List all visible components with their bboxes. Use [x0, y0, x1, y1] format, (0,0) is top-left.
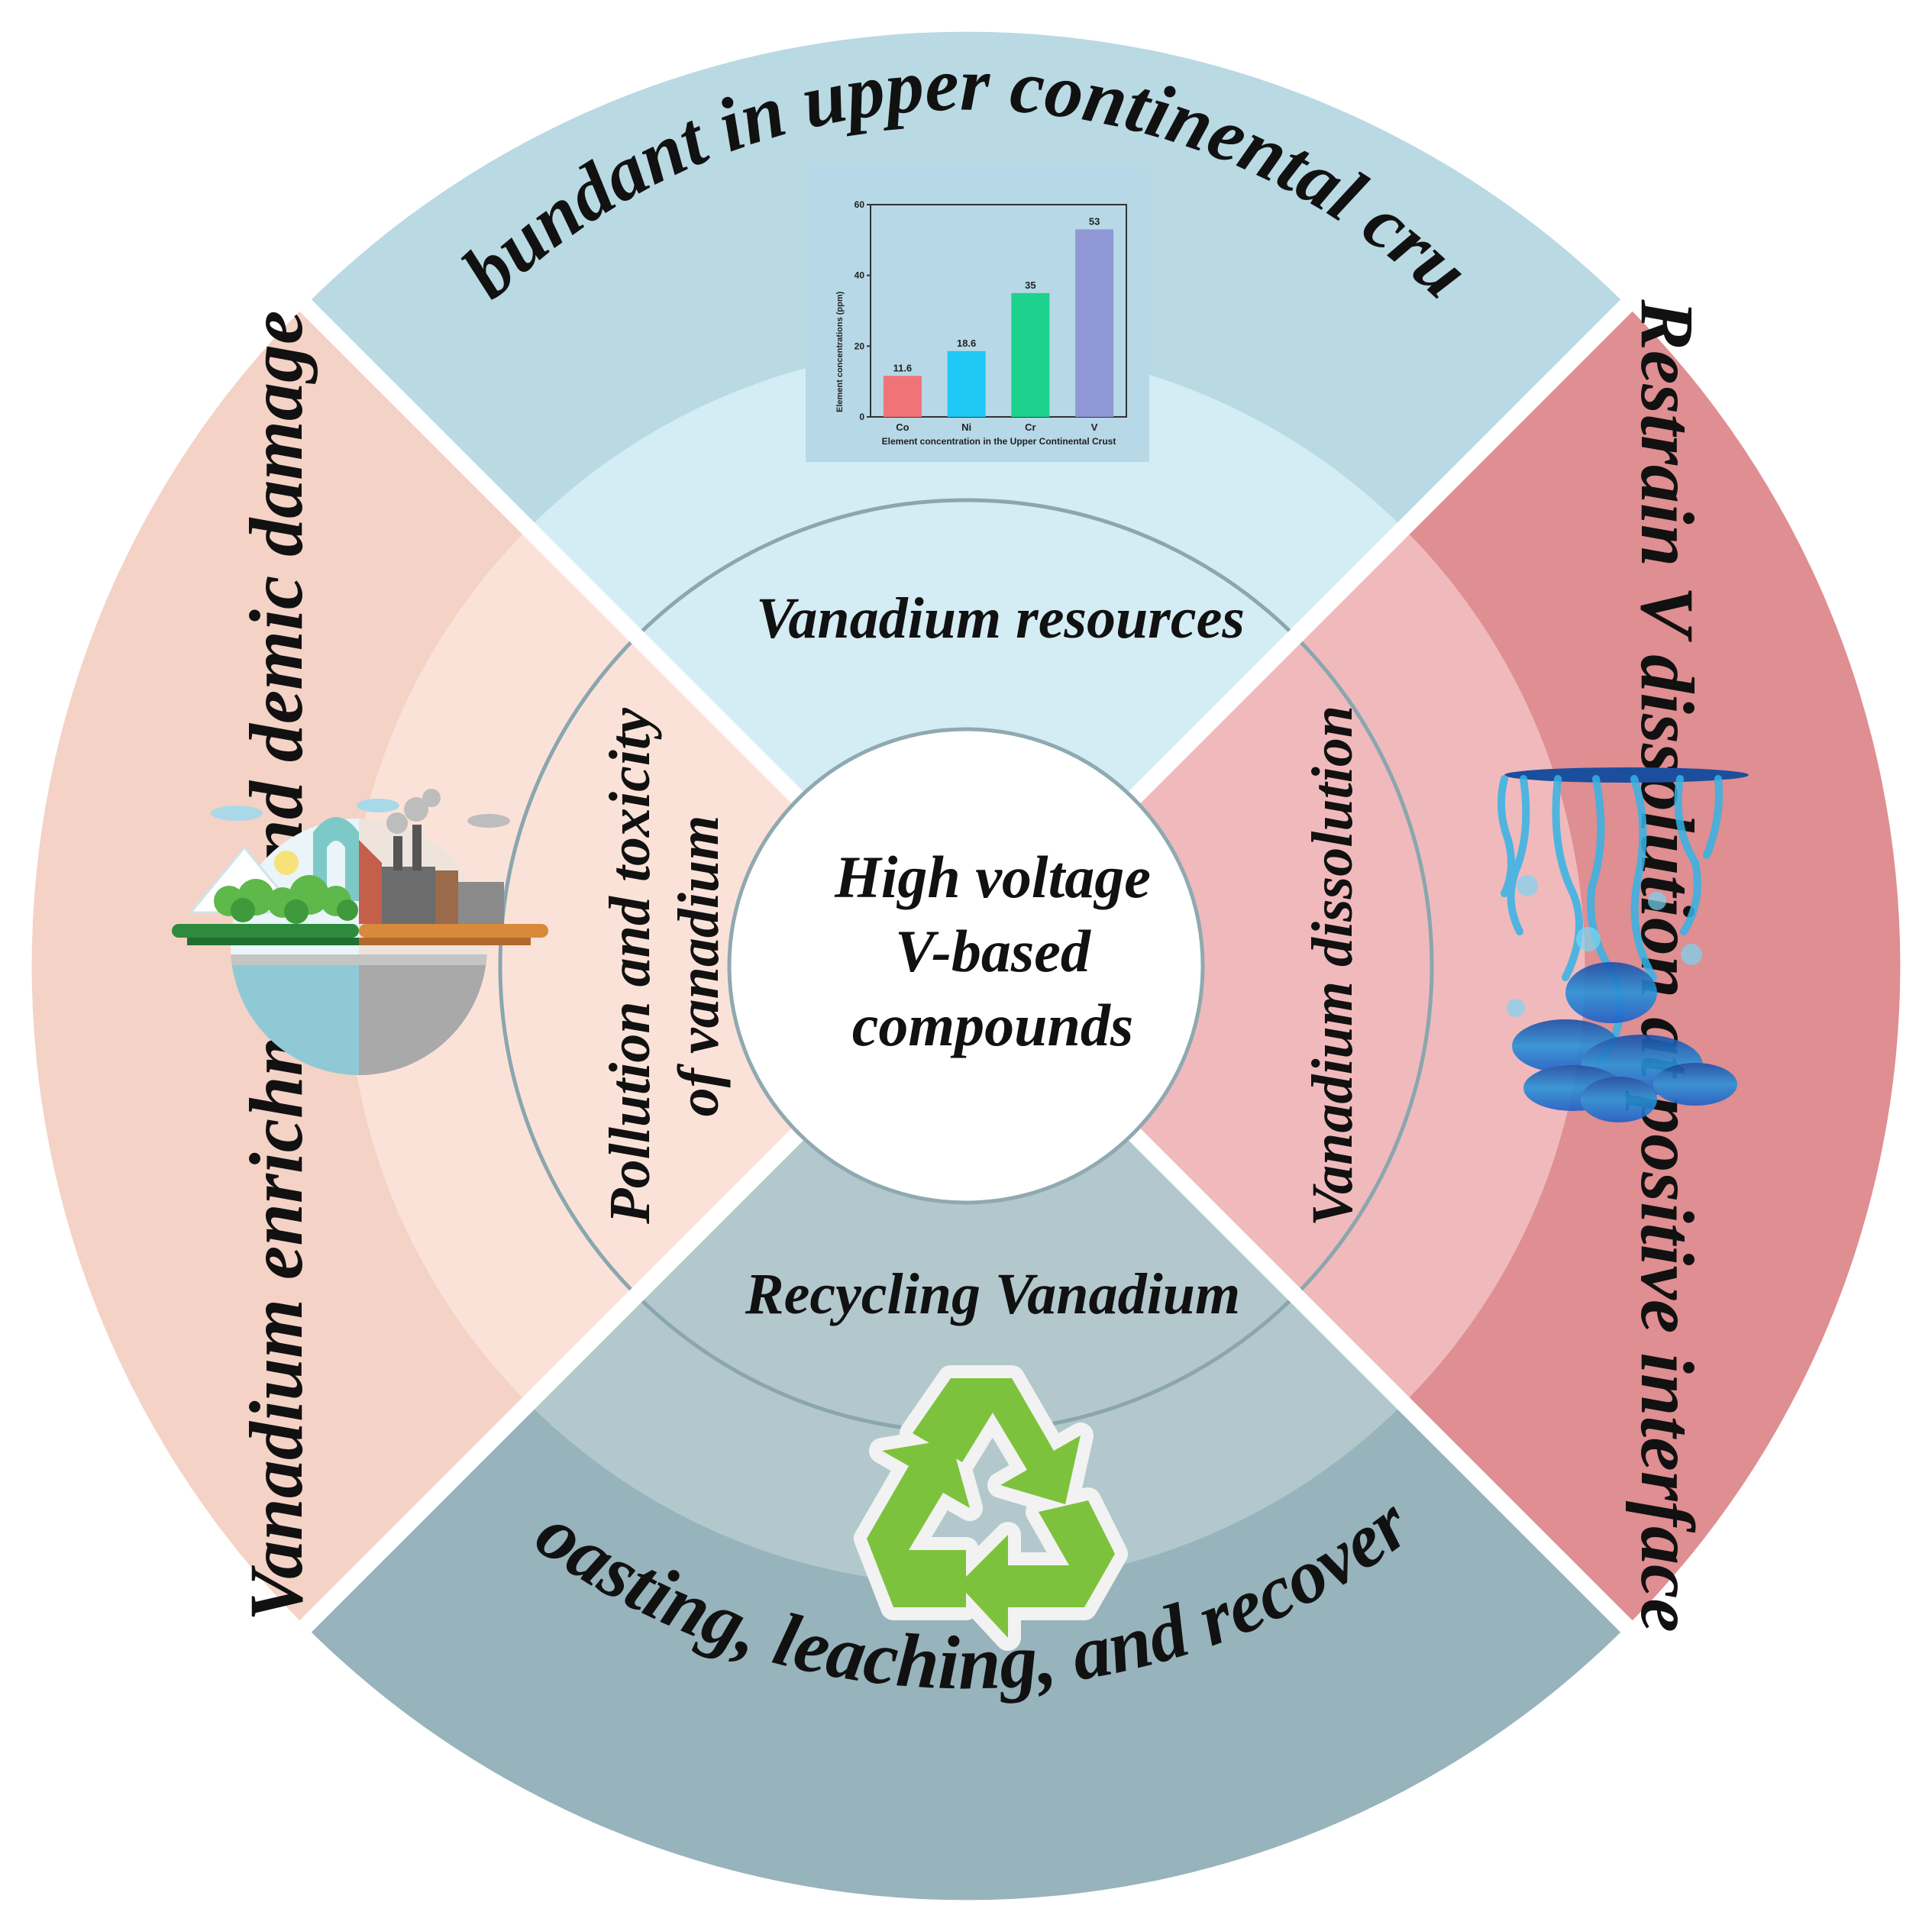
chart-x-axis-label: Element concentration in the Upper Conti… — [882, 436, 1116, 447]
center-title-line1: High voltage — [834, 844, 1151, 910]
right-inner-title: Vanadium dissolution — [1300, 706, 1365, 1226]
chart-bar-v — [1075, 229, 1114, 417]
chart-category-label: V — [1091, 421, 1098, 433]
chart-y-tick-label: 20 — [855, 341, 865, 351]
chart-y-tick-label: 60 — [855, 199, 865, 210]
chart-y-ticks: 0 20 40 60 — [855, 199, 871, 422]
chart-data-label: 11.6 — [893, 362, 913, 373]
chart-frame — [870, 204, 1127, 418]
chart-category-label: Ni — [961, 421, 971, 433]
left-inner-title-line2: of vanadium — [667, 815, 731, 1117]
dissolving-ink-in-water-icon — [1497, 767, 1749, 1122]
crust-concentration-chart: 0 20 40 60 11.6 18.6 35 53 Co Ni Cr V Element con… — [806, 164, 1149, 462]
chart-category-labels: Co Ni Cr V — [896, 421, 1098, 433]
chart-y-tick-label: 0 — [859, 412, 864, 422]
recycle-icon — [854, 1365, 1128, 1651]
center-title-line2: V-based — [895, 918, 1091, 984]
left-inner-title-line1: Pollution and toxicity — [598, 708, 662, 1225]
chart-bar-co — [883, 376, 922, 417]
quadrant-top-inner — [528, 347, 1404, 966]
quadrant-bottom-inner — [528, 966, 1404, 1585]
chart-data-label: 35 — [1025, 279, 1035, 291]
chart-bar-cr — [1011, 292, 1050, 417]
chart-category-label: Co — [896, 421, 909, 433]
chart-data-labels: 11.6 18.6 35 53 — [893, 215, 1100, 373]
chart-y-axis-label: Element concentrations (ppm) — [835, 291, 845, 412]
chart-bar-ni — [947, 350, 986, 417]
center-circle — [727, 727, 1205, 1205]
chart-data-label: 18.6 — [957, 337, 976, 349]
bottom-inner-title: Recycling Vanadium — [745, 1262, 1240, 1326]
right-outer-title: Restrain V dissolution at positive inter… — [1625, 299, 1710, 1633]
center-title-line3: compounds — [852, 992, 1133, 1058]
chart-y-tick-label: 40 — [855, 270, 865, 281]
top-inner-title: Vanadium resources — [756, 586, 1245, 651]
chart-category-label: Cr — [1025, 421, 1035, 433]
quadrant-left-inner — [347, 528, 966, 1403]
chart-bars — [883, 229, 1114, 417]
chart-data-label: 53 — [1089, 215, 1100, 227]
quadrant-right-inner — [966, 528, 1585, 1403]
